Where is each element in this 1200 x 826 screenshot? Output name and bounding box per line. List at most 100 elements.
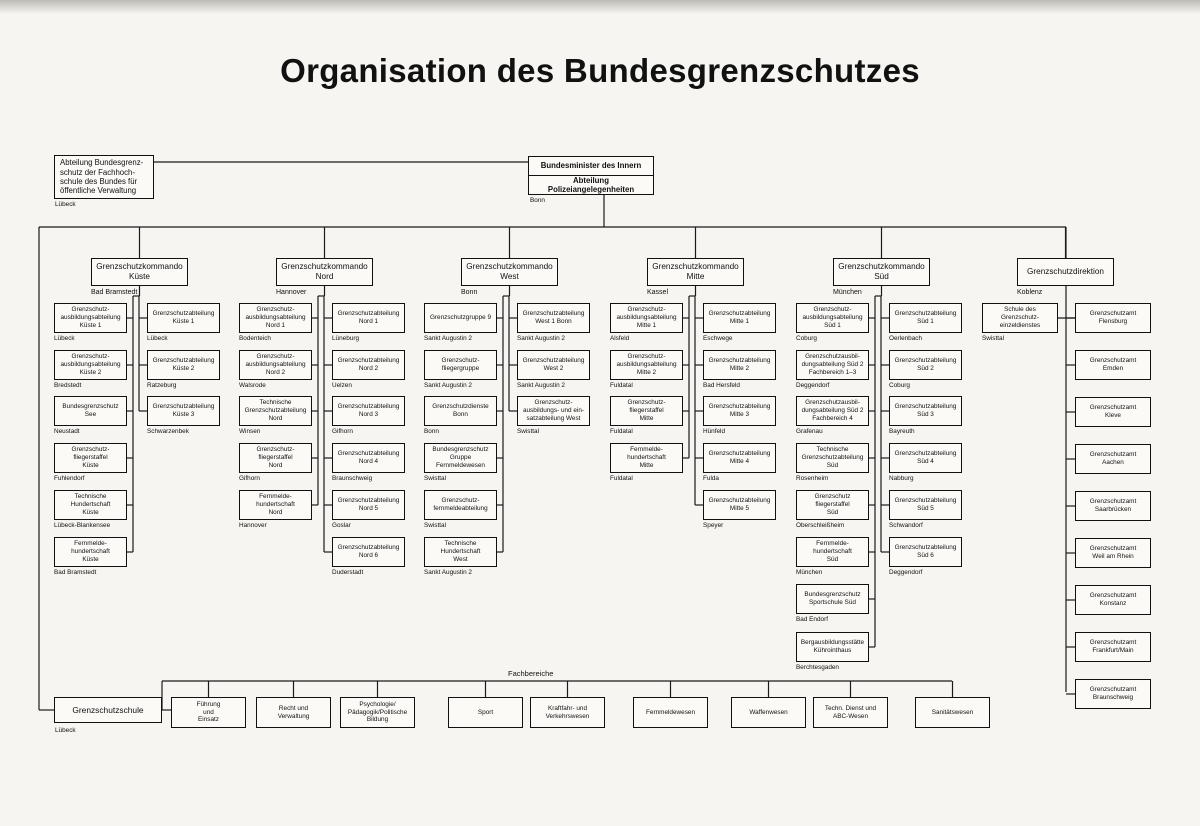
unit-location-4-b4: Schwandorf xyxy=(889,522,923,529)
unit-box-2-a5: Technische Hundertschaft West xyxy=(424,537,497,567)
unit-location-1-b4: Goslar xyxy=(332,522,351,529)
fachbereiche-label: Fachbereiche xyxy=(508,669,554,678)
unit-box-3-a1: Grenzschutz- ausbildungsabteilung Mitte … xyxy=(610,350,683,380)
minister-box: Bundesminister des Innern xyxy=(528,156,654,176)
fachhochschule-box: Abteilung Bundesgrenz- schutz der Fachho… xyxy=(54,155,154,199)
unit-location-2-b1: Sankt Augustin 2 xyxy=(517,382,565,389)
unit-box-0-a1: Grenzschutz- ausbildungsabteilung Küste … xyxy=(54,350,127,380)
unit-box-4-a4: Grenzschutz fliegerstaffel Süd xyxy=(796,490,869,520)
unit-location-0-a3: Fuhlendorf xyxy=(54,475,85,482)
unit-location-4-a0: Coburg xyxy=(796,335,817,342)
unit-box-1-b3: Grenzschutzabteilung Nord 4 xyxy=(332,443,405,473)
unit-box-1-a2: Technische Grenzschutzabteilung Nord xyxy=(239,396,312,426)
unit-box-4-a5: Fernmelde- hundertschaft Süd xyxy=(796,537,869,567)
school-box: Grenzschutzschule xyxy=(54,697,162,723)
fachbereich-box-0: Führung und Einsatz xyxy=(171,697,246,728)
minister-location: Bonn xyxy=(530,197,545,204)
unit-location-4-a1: Deggendorf xyxy=(796,382,830,389)
unit-location-4-b5: Deggendorf xyxy=(889,569,923,576)
unit-location-2-a0: Sankt Augustin 2 xyxy=(424,335,472,342)
unit-location-2-a1: Sankt Augustin 2 xyxy=(424,382,472,389)
amt-box-2: Grenzschutzamt Kleve xyxy=(1075,397,1151,427)
command-location-3: Kassel xyxy=(647,289,669,296)
unit-box-0-b0: Grenzschutzabteilung Küste 1 xyxy=(147,303,220,333)
unit-box-0-a5: Fernmelde- hundertschaft Küste xyxy=(54,537,127,567)
fachbereich-box-2: Psychologie/ Pädagogik/Politische Bildun… xyxy=(340,697,415,728)
unit-box-2-b2: Grenzschutz- ausbildungs- und ein- satza… xyxy=(517,396,590,426)
fachbereich-box-1: Recht und Verwaltung xyxy=(256,697,331,728)
unit-location-1-a4: Hannover xyxy=(239,522,267,529)
unit-box-3-a3: Fernmelde- hundertschaft Mitte xyxy=(610,443,683,473)
command-box-3: Grenzschutzkommando Mitte xyxy=(647,258,744,286)
amt-box-3: Grenzschutzamt Aachen xyxy=(1075,444,1151,474)
fachbereich-box-5: Fernmeldewesen xyxy=(633,697,708,728)
unit-location-1-b1: Uelzen xyxy=(332,382,352,389)
fachbereich-box-3: Sport xyxy=(448,697,523,728)
amt-box-6: Grenzschutzamt Konstanz xyxy=(1075,585,1151,615)
unit-box-0-b1: Grenzschutzabteilung Küste 2 xyxy=(147,350,220,380)
unit-box-3-b1: Grenzschutzabteilung Mitte 2 xyxy=(703,350,776,380)
unit-box-4-b0: Grenzschutzabteilung Süd 1 xyxy=(889,303,962,333)
unit-location-2-a5: Sankt Augustin 2 xyxy=(424,569,472,576)
unit-location-3-b3: Fulda xyxy=(703,475,719,482)
unit-location-0-b0: Lübeck xyxy=(147,335,168,342)
unit-location-2-a3: Swisttal xyxy=(424,475,447,482)
unit-box-4-a3: Technische Grenzschutzabteilung Süd xyxy=(796,443,869,473)
unit-box-1-b2: Grenzschutzabteilung Nord 3 xyxy=(332,396,405,426)
unit-box-0-a2: Bundesgrenzschutz See xyxy=(54,396,127,426)
amt-box-8: Grenzschutzamt Braunschweig xyxy=(1075,679,1151,709)
fachbereich-box-7: Techn. Dienst und ABC-Wesen xyxy=(813,697,888,728)
amt-box-1: Grenzschutzamt Emden xyxy=(1075,350,1151,380)
unit-box-2-b0: Grenzschutzabteilung West 1 Bonn xyxy=(517,303,590,333)
unit-location-0-b1: Ratzeburg xyxy=(147,382,177,389)
unit-box-4-a6: Bundesgrenzschutz Sportschule Süd xyxy=(796,584,869,614)
unit-location-4-a7: Berchtesgaden xyxy=(796,664,839,671)
unit-box-3-b4: Grenzschutzabteilung Mitte 5 xyxy=(703,490,776,520)
fachhochschule-location: Lübeck xyxy=(55,201,76,208)
unit-location-1-b3: Braunschweig xyxy=(332,475,373,482)
unit-location-3-b2: Hünfeld xyxy=(703,428,726,435)
fachbereich-box-8: Sanitätswesen xyxy=(915,697,990,728)
unit-location-4-a4: Oberschleißheim xyxy=(796,522,845,529)
unit-location-2-a4: Swisttal xyxy=(424,522,447,529)
fachbereich-box-6: Waffenwesen xyxy=(731,697,806,728)
unit-box-4-b1: Grenzschutzabteilung Süd 2 xyxy=(889,350,962,380)
unit-location-3-b1: Bad Hersfeld xyxy=(703,382,740,389)
department-box: Abteilung Polizeiangelegenheiten xyxy=(528,175,654,195)
school-location: Lübeck xyxy=(55,727,76,734)
command-box-2: Grenzschutzkommando West xyxy=(461,258,558,286)
unit-location-4-a3: Rosenheim xyxy=(796,475,829,482)
unit-box-1-a3: Grenzschutz- fliegerstaffel Nord xyxy=(239,443,312,473)
unit-box-3-b3: Grenzschutzabteilung Mitte 4 xyxy=(703,443,776,473)
unit-location-1-a2: Winsen xyxy=(239,428,261,435)
unit-box-1-b1: Grenzschutzabteilung Nord 2 xyxy=(332,350,405,380)
unit-box-4-b5: Grenzschutzabteilung Süd 6 xyxy=(889,537,962,567)
unit-location-5-a0: Swisttal xyxy=(982,335,1005,342)
scan-shadow xyxy=(0,0,1200,14)
unit-box-0-a3: Grenzschutz- fliegerstaffel Küste xyxy=(54,443,127,473)
page-title: Organisation des Bundesgrenzschutzes xyxy=(280,52,920,89)
unit-box-4-b2: Grenzschutzabteilung Süd 3 xyxy=(889,396,962,426)
unit-location-3-a2: Fuldatal xyxy=(610,428,633,435)
amt-box-7: Grenzschutzamt Frankfurt/Main xyxy=(1075,632,1151,662)
command-box-5: Grenzschutzdirektion xyxy=(1017,258,1114,286)
unit-location-4-b2: Bayreuth xyxy=(889,428,915,435)
amt-box-0: Grenzschutzamt Flensburg xyxy=(1075,303,1151,333)
unit-location-1-b0: Lüneburg xyxy=(332,335,360,342)
unit-box-0-a4: Technische Hundertschaft Küste xyxy=(54,490,127,520)
unit-box-4-b4: Grenzschutzabteilung Süd 5 xyxy=(889,490,962,520)
unit-location-0-a4: Lübeck-Blankensee xyxy=(54,522,111,529)
unit-box-1-b0: Grenzschutzabteilung Nord 1 xyxy=(332,303,405,333)
unit-box-5-a0: Schule des Grenzschutz- einzeldienstes xyxy=(982,303,1058,333)
unit-location-2-b2: Swisttal xyxy=(517,428,540,435)
unit-location-1-a3: Gifhorn xyxy=(239,475,260,482)
unit-box-2-b1: Grenzschutzabteilung West 2 xyxy=(517,350,590,380)
unit-location-4-b3: Nabburg xyxy=(889,475,914,482)
unit-location-4-b0: Oerlenbach xyxy=(889,335,923,342)
command-location-5: Koblenz xyxy=(1017,289,1043,296)
unit-box-4-a7: Bergausbildungsstätte Kührointhaus xyxy=(796,632,869,662)
unit-box-3-b0: Grenzschutzabteilung Mitte 1 xyxy=(703,303,776,333)
amt-box-5: Grenzschutzamt Weil am Rhein xyxy=(1075,538,1151,568)
unit-location-4-a5: München xyxy=(796,569,823,576)
